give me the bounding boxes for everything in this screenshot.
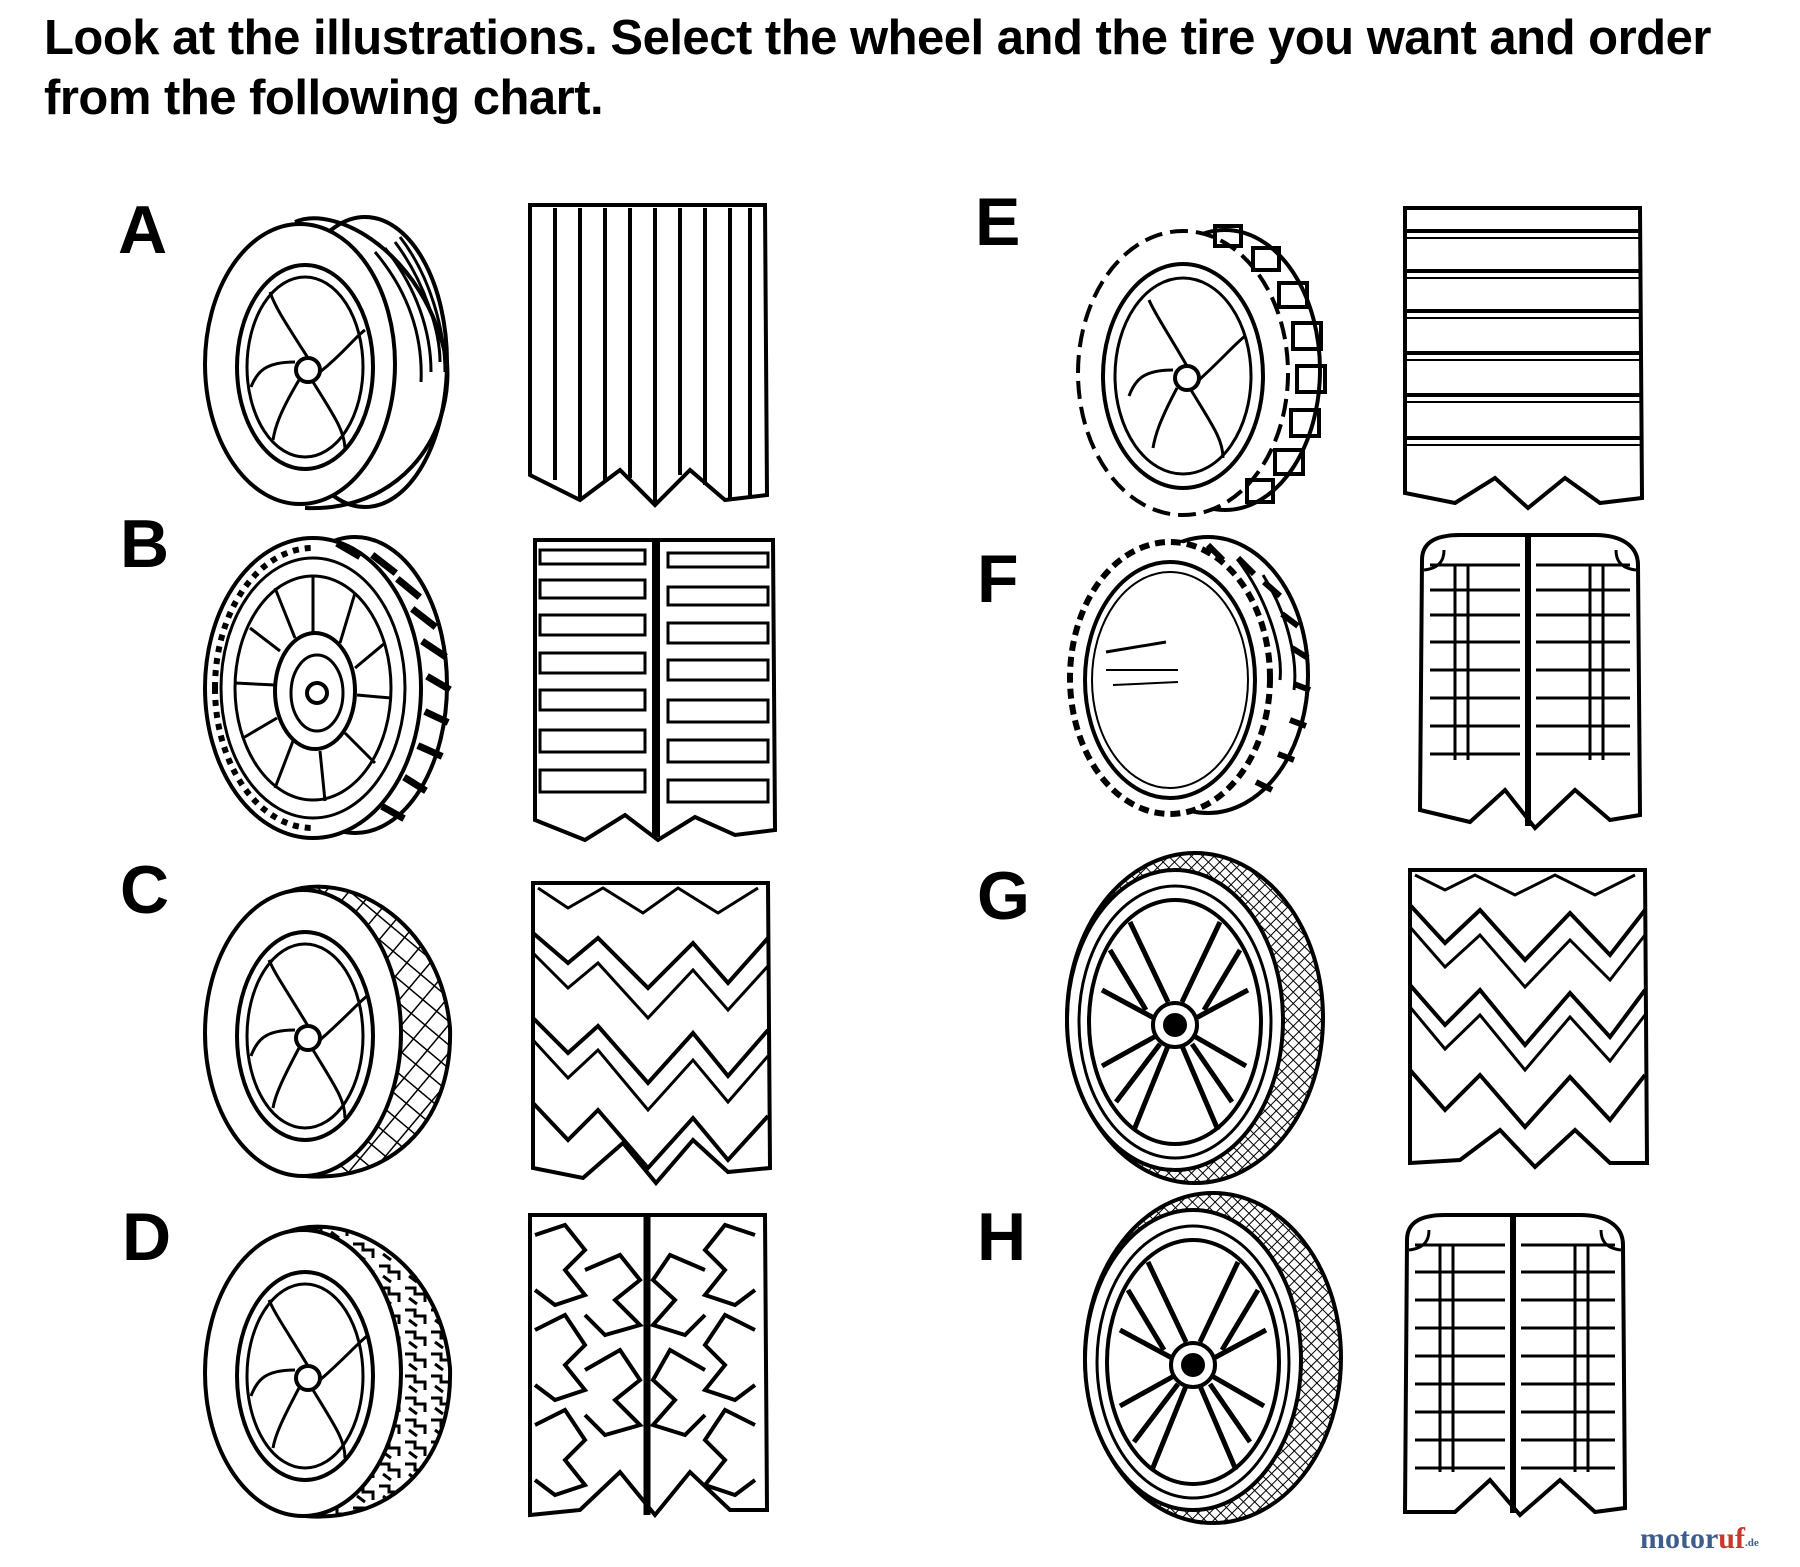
option-letter-e: E [975, 184, 1021, 260]
option-letter-a: A [118, 192, 168, 268]
tread-e-lug [1400, 203, 1650, 518]
tread-b-block-bar [530, 535, 780, 855]
tread-f-wrap-block [1410, 530, 1650, 835]
tread-a-straight-rib [525, 200, 775, 515]
option-letter-d: D [122, 1199, 172, 1275]
tread-c-diamond [528, 878, 778, 1193]
wheel-g-illustration [1050, 850, 1330, 1195]
wheel-e-illustration [1065, 218, 1330, 523]
watermark-part-1: motor [1640, 1522, 1719, 1555]
wheel-a-illustration [195, 212, 455, 517]
watermark-part-3: .de [1744, 1536, 1759, 1549]
tread-h-wrap-block [1395, 1210, 1635, 1525]
instructions-text: Look at the illustrations. Select the wh… [44, 11, 1711, 125]
wheel-b-illustration [195, 533, 460, 848]
option-letter-c: C [120, 852, 170, 928]
wheel-h-illustration [1068, 1190, 1348, 1535]
option-letter-f: F [977, 541, 1019, 617]
wheel-c-illustration [195, 878, 455, 1193]
tread-d-offroad-chevron [525, 1210, 775, 1530]
wheel-d-illustration [195, 1218, 455, 1533]
option-letter-g: G [977, 858, 1030, 934]
watermark-part-2: uf [1718, 1522, 1745, 1555]
option-letter-h: H [977, 1199, 1027, 1275]
option-letter-b: B [120, 506, 170, 582]
tread-g-chevron [1405, 865, 1655, 1180]
wheel-f-illustration [1058, 530, 1318, 825]
watermark-logo: motoruf.de [1640, 1522, 1759, 1556]
